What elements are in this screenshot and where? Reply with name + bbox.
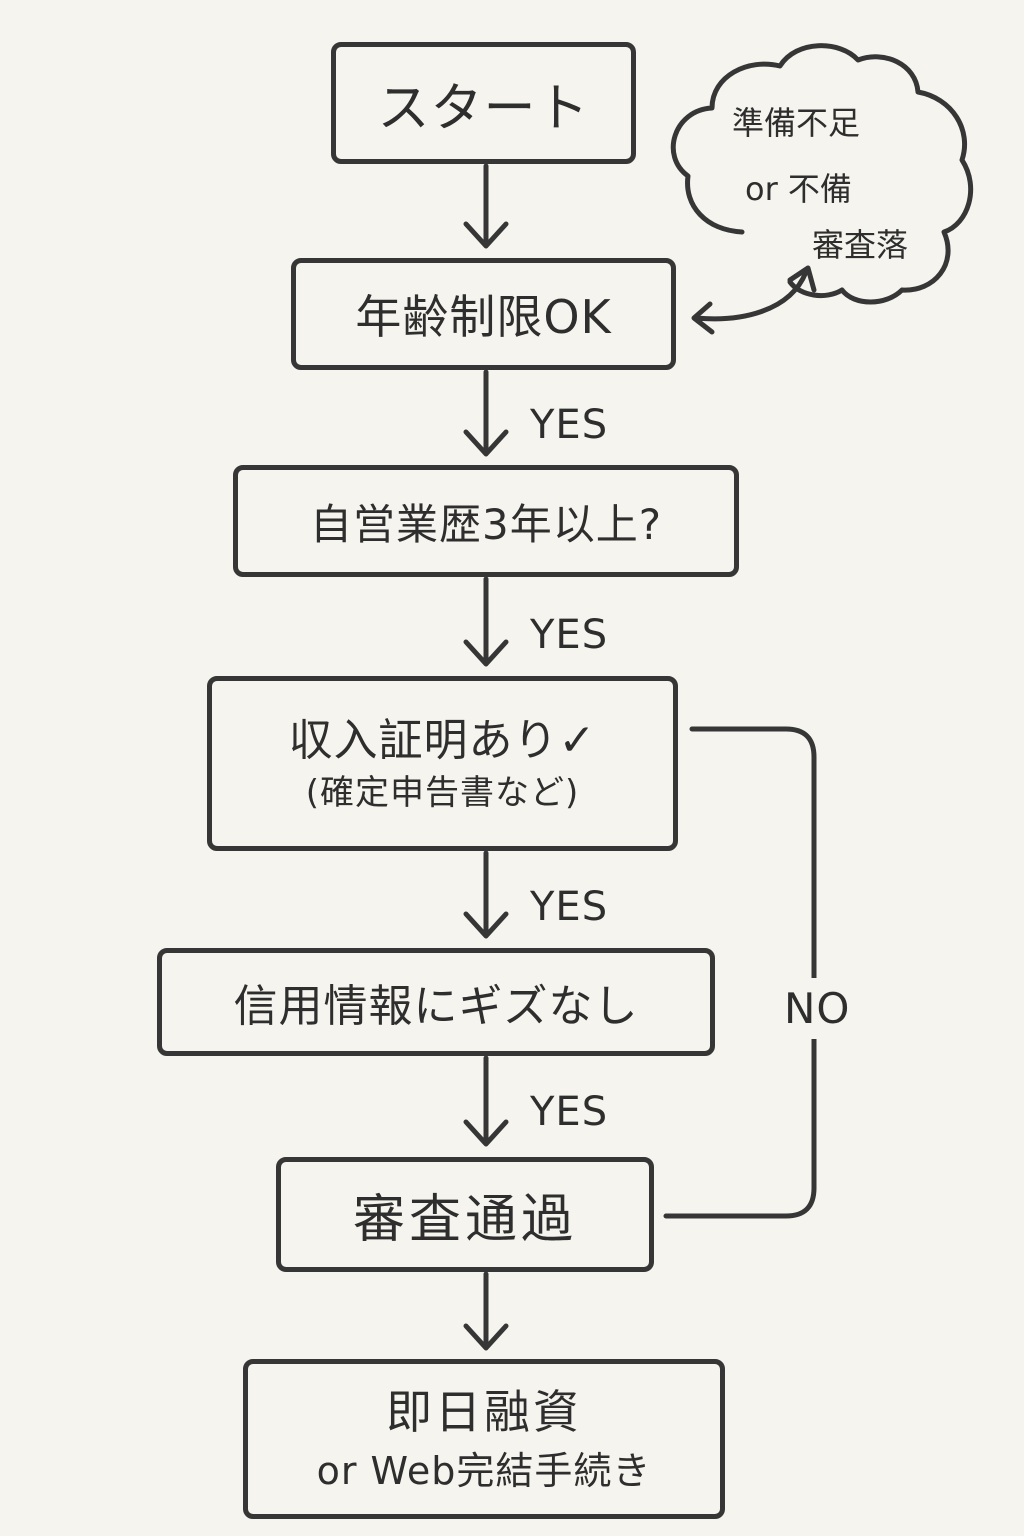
cloud-note-line3: 審査落: [812, 226, 909, 264]
arrow-income-to-credit: [463, 850, 509, 939]
credit-info-label: 信用情報にギズなし: [233, 981, 639, 1032]
start-node: スタート: [331, 42, 636, 164]
income-proof-node: 収入証明あり✓ (確定申告書など): [207, 676, 678, 851]
yes-label-credit: YES: [530, 1089, 609, 1135]
cloud-note-line2: or 不備: [745, 170, 852, 208]
self-employed-years-label: 自営業歴3年以上?: [309, 499, 662, 549]
approval-node: 審査通過: [276, 1157, 654, 1272]
arrow-years-to-income: [463, 576, 509, 667]
age-limit-node: 年齢制限OK: [291, 258, 676, 370]
cloud-note-line1: 準備不足: [732, 104, 861, 142]
credit-info-node: 信用情報にギズなし: [157, 948, 715, 1056]
income-proof-label: 収入証明あり✓: [288, 714, 597, 766]
cloud-double-arrow: [691, 265, 817, 335]
arrow-credit-to-pass: [463, 1055, 509, 1147]
yes-label-years: YES: [530, 612, 609, 658]
arrow-start-to-age: [463, 163, 509, 249]
result-label-main: 即日融資: [386, 1385, 582, 1439]
approval-label: 審査通過: [352, 1190, 577, 1250]
start-label: スタート: [377, 78, 590, 139]
no-branch-line: [663, 726, 817, 1219]
self-employed-years-node: 自営業歴3年以上?: [233, 465, 739, 577]
age-limit-label: 年齢制限OK: [355, 290, 612, 344]
yes-label-age: YES: [530, 402, 609, 448]
result-node: 即日融資 or Web完結手続き: [243, 1359, 725, 1519]
cloud-shape: [670, 43, 974, 305]
yes-label-income: YES: [530, 884, 609, 930]
arrow-age-to-years: [463, 369, 509, 457]
arrow-pass-to-final: [463, 1271, 509, 1351]
result-label-sub: or Web完結手続き: [316, 1449, 652, 1493]
income-proof-note: (確定申告書など): [305, 772, 580, 813]
no-label: NO: [784, 978, 851, 1039]
